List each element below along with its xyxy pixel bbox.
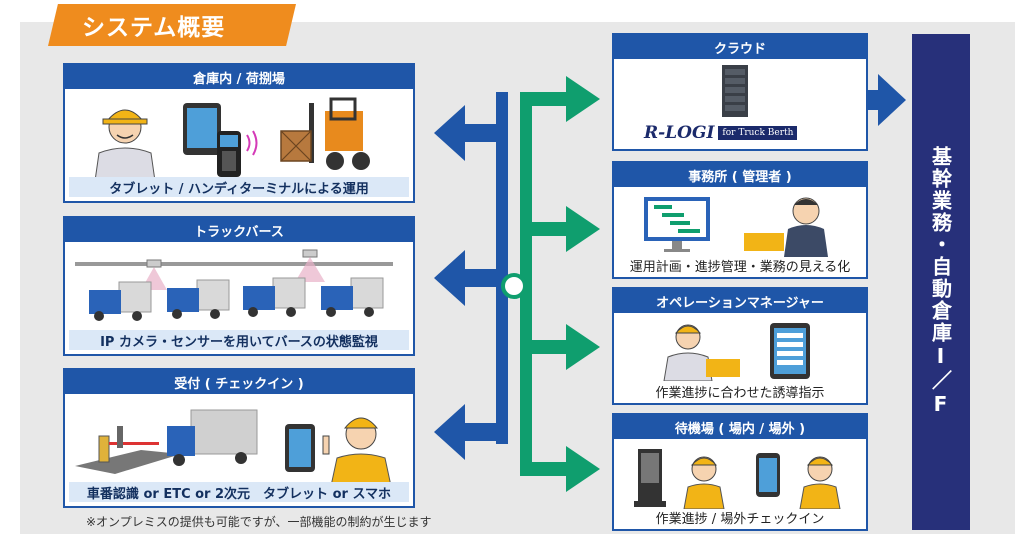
blue-spine [496,92,508,444]
worker-icon [683,456,725,509]
panel-header: オペレーションマネージャー [614,289,866,313]
tablet-icon [285,424,315,472]
panel-caption: 車番認識 or ETC or 2次元 タブレット or スマホ [69,482,409,502]
gate-barrier-icon [98,426,159,463]
server-icon [722,65,748,117]
truck-icon [167,279,230,319]
panel-header: 待機場 ( 場内 / 場外 ) [614,415,866,439]
panel-caption: 作業進捗に合わせた誘導指示 [655,385,825,401]
panel-cloud: クラウド R-LOGI for Truck Berth [612,33,868,151]
worker-icon [322,417,392,486]
tablet-list-icon [770,323,810,379]
panel-header: 事務所 ( 管理者 ) [614,163,866,187]
panel-caption: 運用計画・進捗管理・業務の見える化 [629,259,851,275]
green-arrow-office [566,206,600,252]
blue-arrow-warehouse [434,105,502,161]
berth-canopy [75,262,393,266]
truck-icon [321,277,384,317]
r-logi-logo: R-LOGI for Truck Berth [644,123,798,143]
truck-berth-illustration [75,249,393,321]
panel-caption: IP カメラ・センサーを用いてバースの状態監視 [69,330,409,350]
panel-header: 受付 ( チェックイン ) [65,370,413,394]
green-arrow-cloud [566,76,600,122]
operation-illustration [663,323,810,381]
panel-header: トラックバース [65,218,413,242]
blue-arrow-reception [434,404,502,460]
page-title: システム概要 [48,4,296,46]
worker-icon [663,324,740,381]
panel-operation-manager: オペレーションマネージャー 作業進捗に合わせた誘導指示 [612,287,868,405]
panel-caption: 作業進捗 / 場外チェックイン [655,511,825,527]
panel-warehouse: 倉庫内 / 荷捌場 [63,63,415,203]
manager-icon [744,197,828,257]
waiting-illustration [634,449,841,509]
panel-header: クラウド [614,35,866,59]
footnote: ※オンプレミスの提供も可能ですが、一部機能の制約が生じます [86,515,432,529]
smartphone-icon [756,453,780,497]
kiosk-icon [634,449,666,507]
handy-terminal-icon [217,131,241,177]
panel-header: 倉庫内 / 荷捌場 [65,65,413,89]
warehouse-illustration [94,97,370,181]
truck-icon [243,277,306,317]
office-illustration [644,197,828,257]
ip-camera-icon [295,249,325,282]
panel-truck-berth: トラックバース [63,216,415,356]
reception-illustration [75,409,392,486]
monitor-gantt-icon [644,197,710,252]
core-system-bar: 基幹業務・自動倉庫I／F [912,34,970,530]
worker-icon [799,456,841,509]
panel-office: 事務所 ( 管理者 ) 運用計画・進捗管理・業務の見える化 [612,161,868,279]
worker-icon [94,109,156,181]
green-arrow-waiting [566,446,600,492]
wireless-icon [246,130,258,156]
hub-node [501,273,527,299]
road-icon [75,450,181,474]
panel-reception: 受付 ( チェックイン ) 車 [63,368,415,508]
truck-icon [89,281,152,321]
blue-arrow-truck-berth [434,250,502,306]
panel-waiting-area: 待機場 ( 場内 / 場外 ) 作業進捗 / 場外チェックイン [612,413,868,531]
truck-icon [167,409,258,466]
forklift-icon [280,97,370,170]
green-arrow-operation [566,324,600,370]
panel-caption: タブレット / ハンディターミナルによる運用 [69,177,409,197]
